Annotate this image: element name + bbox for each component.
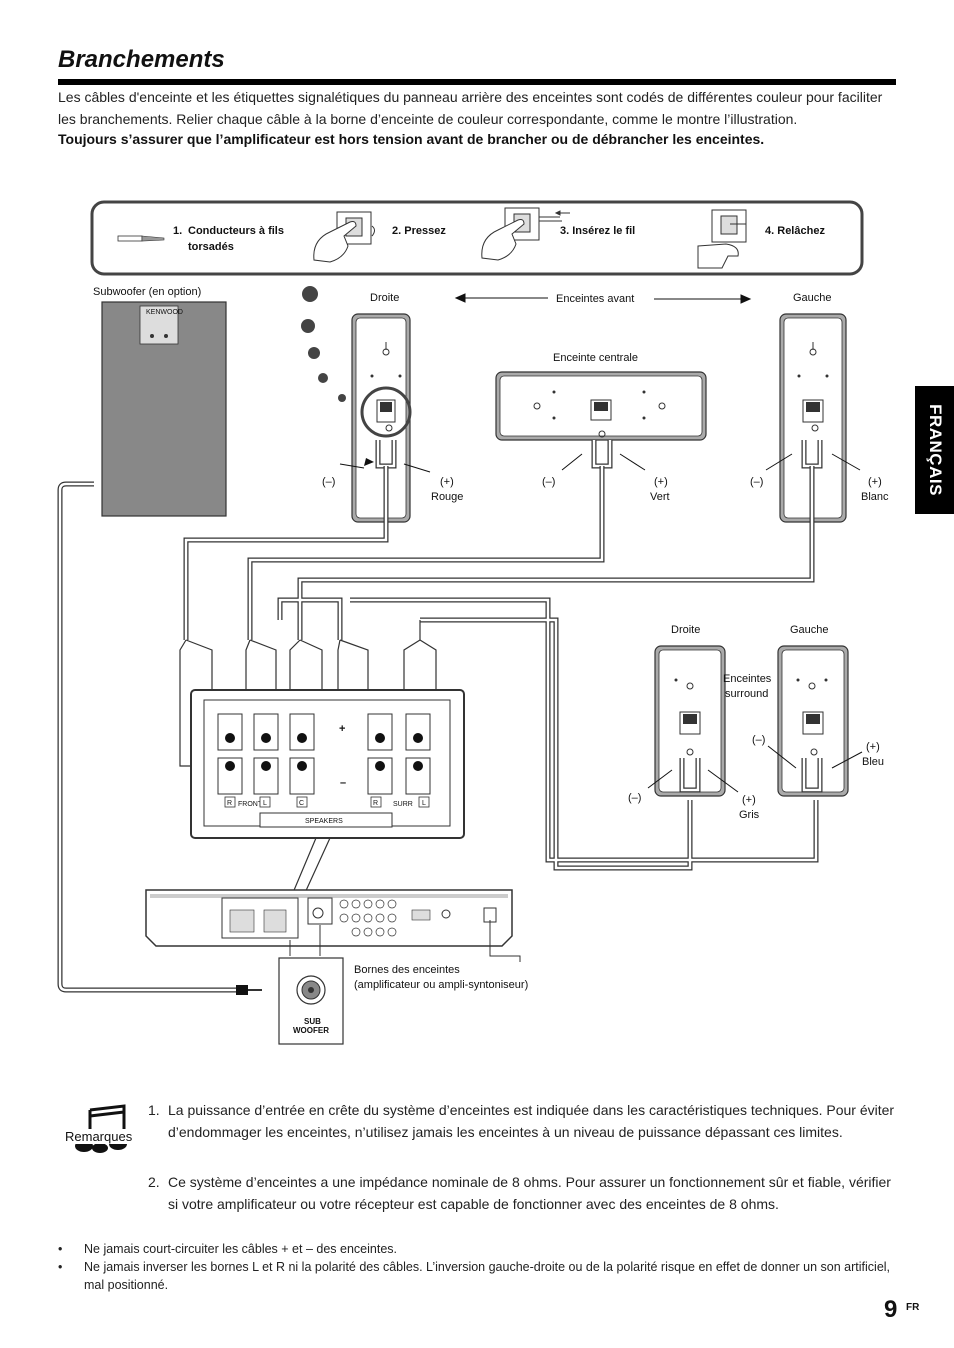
page-number: 9	[884, 1296, 898, 1323]
speaker-cables	[179, 466, 819, 871]
front-left-color: Blanc	[861, 491, 889, 503]
amp-caption-2: (amplificateur ou ampli-syntoniseur)	[354, 979, 528, 991]
center-speaker	[495, 371, 707, 471]
surround-left-minus: (–)	[752, 734, 765, 746]
front-arrow	[454, 293, 752, 304]
surround-right-label: Droite	[671, 624, 700, 636]
bullet-1-dot: •	[58, 1242, 63, 1256]
bullet-1: • Ne jamais court-circuiter les câbles +…	[58, 1240, 900, 1258]
center-plus: (+)	[654, 476, 668, 488]
terminal-r-front: R	[227, 800, 232, 807]
subwoofer-logo: KENWOOD	[146, 309, 183, 316]
surround-left-speaker	[767, 645, 863, 797]
front-right-minus: (–)	[322, 476, 335, 488]
speakers-plate: SPEAKERS	[305, 818, 343, 825]
surround-left-color: Bleu	[862, 756, 884, 768]
surround-label-1: Enceintes	[723, 673, 772, 685]
surround-right-plus: (+)	[742, 794, 756, 806]
sub-jack-label-2: WOOFER	[293, 1026, 329, 1035]
front-left-speaker	[765, 313, 861, 523]
title-rule	[58, 79, 896, 85]
step-1-label: Conducteurs à fils	[188, 225, 284, 237]
page-title: Branchements	[58, 46, 225, 73]
terminal-l-front: L	[263, 800, 267, 807]
subwoofer: Subwoofer (en option) KENWOOD	[93, 286, 227, 517]
bullet-1-text: Ne jamais court-circuiter les câbles + e…	[84, 1242, 397, 1256]
insert-wire-icon	[481, 207, 570, 261]
center-label: Enceinte centrale	[553, 352, 638, 364]
subwoofer-label: Subwoofer (en option)	[93, 286, 201, 298]
note-1: 1. La puissance d’entrée en crête du sys…	[148, 1099, 898, 1143]
note-1-num: 1.	[148, 1102, 160, 1118]
center-minus: (–)	[542, 476, 555, 488]
release-hand-icon	[697, 209, 747, 269]
terminal-plus: +	[339, 723, 345, 735]
terminal-r-surr: R	[373, 800, 378, 807]
terminal-minus: –	[340, 777, 346, 789]
language-tab: FRANÇAIS	[915, 386, 954, 514]
surround-label-2: surround	[725, 688, 768, 700]
front-right-speaker	[339, 313, 431, 523]
terminal-l-surr: L	[422, 800, 426, 807]
twisted-wire-icon	[117, 235, 165, 242]
subwoofer-cable	[57, 481, 262, 995]
note-2: 2. Ce système d’enceintes a une impédanc…	[148, 1171, 898, 1215]
warning-text: Toujours s’assurer que l’amplificateur e…	[58, 131, 765, 147]
sub-jack-label-1: SUB	[304, 1017, 321, 1026]
step-1-num: 1.	[173, 225, 182, 237]
front-right-label: Droite	[370, 292, 399, 304]
note-2-text: Ce système d’enceintes a une impédance n…	[168, 1174, 891, 1212]
amplifier-rear	[145, 889, 521, 962]
front-speakers-label: Enceintes avant	[556, 293, 634, 305]
front-right-plus: (+)	[440, 476, 454, 488]
front-left-minus: (–)	[750, 476, 763, 488]
bullet-2: • Ne jamais inverser les bornes L et R n…	[58, 1258, 900, 1294]
front-left-plus: (+)	[868, 476, 882, 488]
step-4-label: 4. Relâchez	[765, 225, 825, 237]
note-1-text: La puissance d’entrée en crête du systèm…	[168, 1102, 895, 1140]
surround-right-color: Gris	[739, 809, 760, 821]
amp-caption-1: Bornes des enceintes	[354, 964, 460, 976]
surround-right-speaker	[647, 645, 739, 797]
front-tag: FRONT	[238, 801, 263, 808]
bullet-2-text: Ne jamais inverser les bornes L et R ni …	[84, 1260, 891, 1292]
step-2-label: 2. Pressez	[392, 225, 446, 237]
step-3-label: 3. Insérez le fil	[560, 225, 635, 237]
step-1-label-2: torsadés	[188, 241, 234, 253]
front-left-label: Gauche	[793, 292, 832, 304]
surround-left-label: Gauche	[790, 624, 829, 636]
note-2-num: 2.	[148, 1174, 160, 1190]
surr-tag: SURR	[393, 801, 413, 808]
intro-paragraph: Les câbles d'enceinte et les étiquettes …	[58, 89, 883, 127]
detail-dots	[301, 286, 346, 402]
press-hand-icon	[313, 211, 375, 263]
surround-left-plus: (+)	[866, 741, 880, 753]
steps-panel: 1. Conducteurs à fils torsadés 2. Presse…	[90, 200, 864, 276]
terminal-c: C	[299, 800, 304, 807]
page-lang: FR	[906, 1302, 920, 1313]
amp-terminal-panel: + – R FRONT L C R SURR L SPEAKERS	[190, 689, 465, 839]
front-right-color: Rouge	[431, 491, 463, 503]
subwoofer-jack: SUB WOOFER	[278, 957, 344, 1045]
bullet-2-dot: •	[58, 1260, 63, 1274]
center-color: Vert	[650, 491, 670, 503]
surround-right-minus: (–)	[628, 792, 641, 804]
notes-label: Remarques	[64, 1129, 134, 1144]
